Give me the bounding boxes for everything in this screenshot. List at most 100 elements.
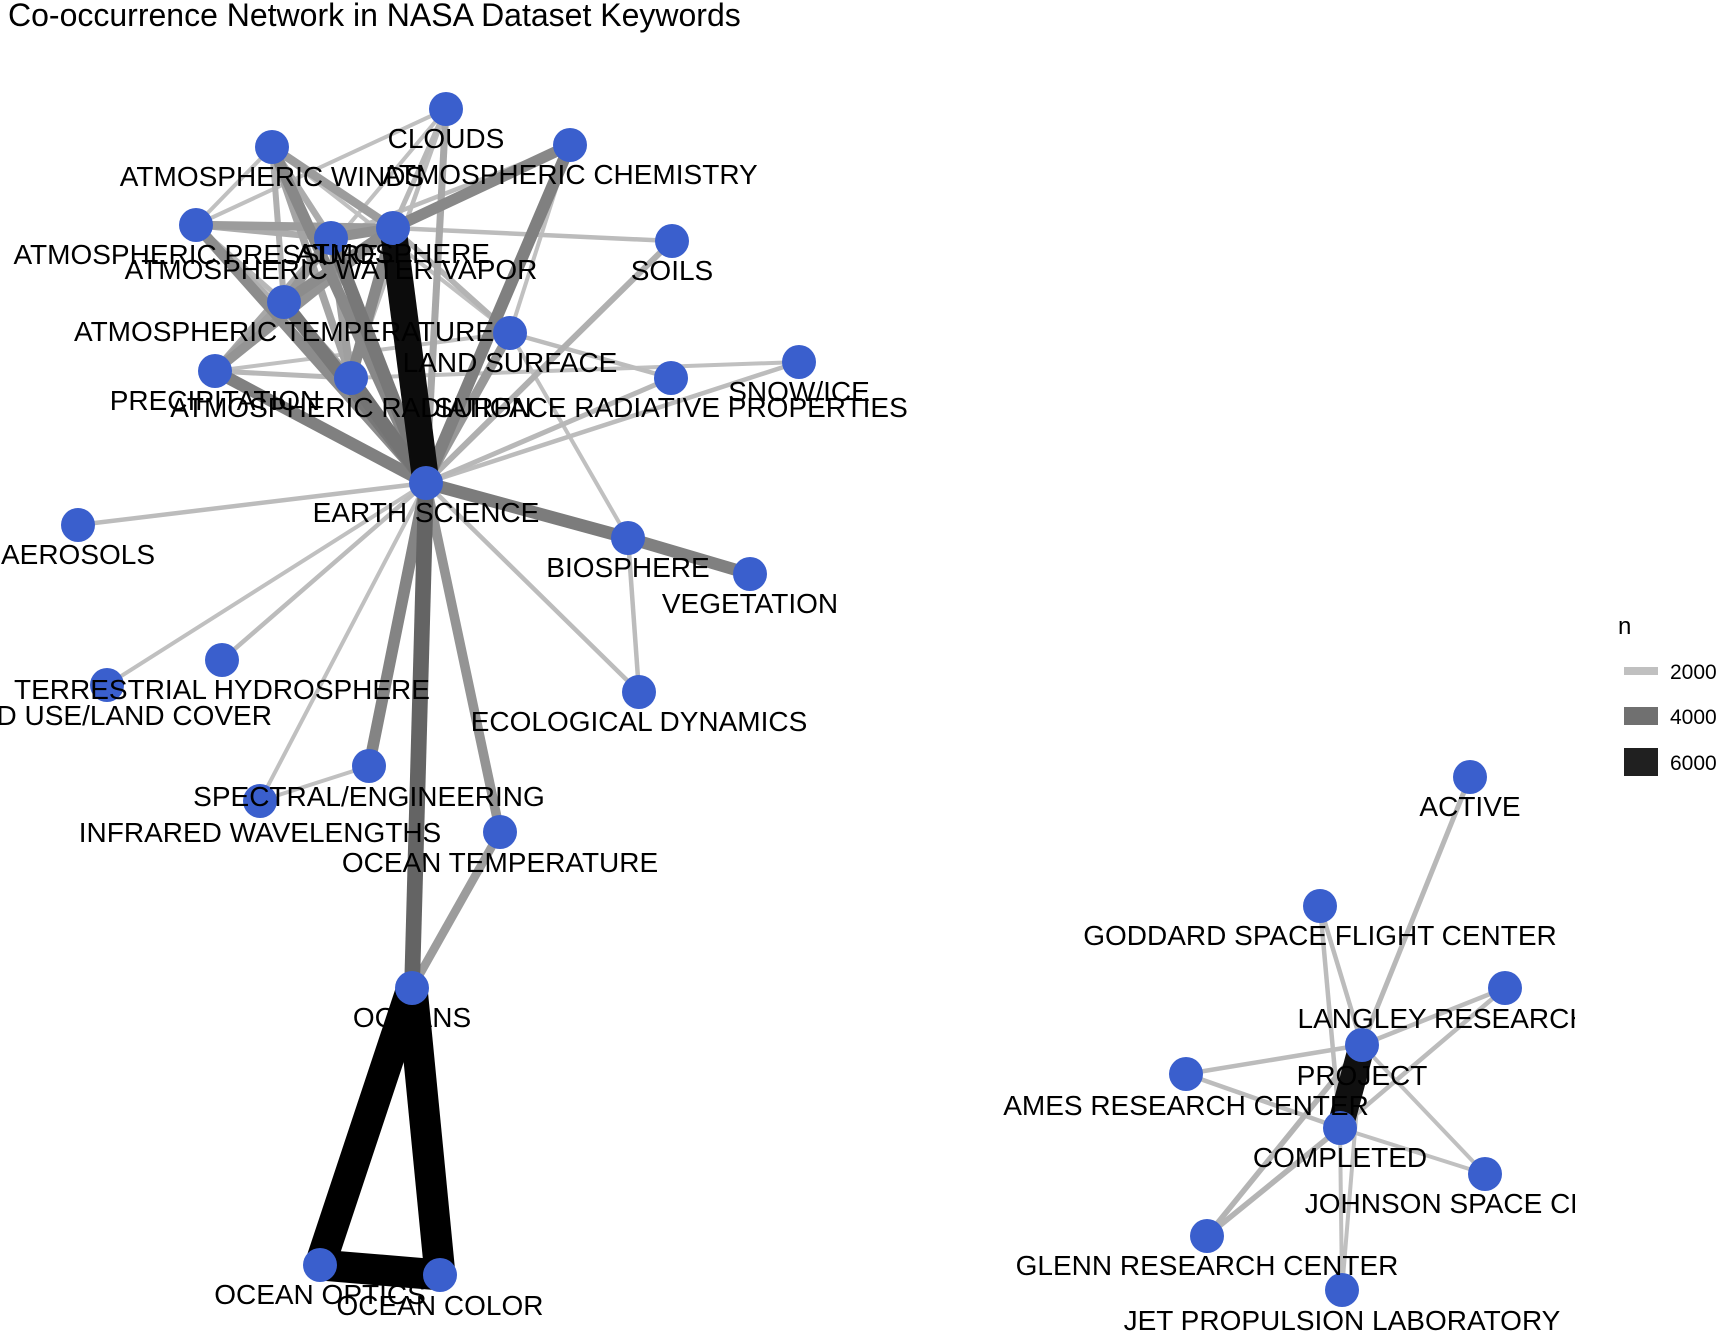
node-label: OCEANS: [353, 1002, 471, 1033]
edge: [105, 481, 428, 687]
node-label: OCEAN TEMPERATURE: [342, 847, 658, 878]
edge: [77, 480, 427, 528]
edge: [1317, 905, 1365, 1046]
node: [553, 128, 587, 162]
node-label: GLENN RESEARCH CENTER: [1016, 1250, 1399, 1281]
edge: [1339, 1126, 1486, 1176]
node-label: AEROSOLS: [1, 539, 155, 570]
node: [409, 466, 443, 500]
edge: [626, 532, 752, 580]
edge: [1361, 985, 1506, 1048]
node: [395, 971, 429, 1005]
edge: [259, 764, 370, 803]
edge: [423, 238, 675, 486]
edge: [625, 537, 642, 693]
node-label: JOHNSON SPACE CENTER: [1305, 1188, 1665, 1219]
node-label: GODDARD SPACE FLIGHT CENTER: [1083, 920, 1556, 951]
node: [243, 784, 277, 818]
edge: [269, 143, 396, 232]
edge: [1205, 1125, 1342, 1239]
edge: [379, 226, 440, 485]
edge: [1204, 1043, 1365, 1238]
node: [483, 815, 517, 849]
node-label: CLOUDS: [388, 123, 505, 154]
edge: [424, 481, 641, 694]
node: [255, 130, 289, 164]
node-label: ECOLOGICAL DYNAMICS: [471, 706, 808, 737]
node-label: PRECIPITATION: [110, 385, 321, 416]
edge: [391, 225, 512, 336]
node: [622, 675, 656, 709]
node: [205, 643, 239, 677]
edge: [1360, 1043, 1487, 1176]
node: [1303, 889, 1337, 923]
edge: [1359, 776, 1473, 1046]
node-label: LANGLEY RESEARCH CENTER: [1298, 1003, 1713, 1034]
node-label: PROJECT: [1297, 1060, 1428, 1091]
node-label: ATMOSPHERIC WATER VAPOR: [125, 254, 538, 285]
node: [198, 354, 232, 388]
edge: [363, 481, 432, 768]
node-label: JET PROPULSION LABORATORY: [1124, 1305, 1561, 1336]
node: [611, 521, 645, 555]
node-label: EARTH SCIENCE: [313, 497, 540, 528]
edge: [424, 476, 630, 545]
edge: [425, 375, 672, 486]
edge: [258, 482, 428, 802]
node-label: TERRESTRIAL HYDROSPHERE: [14, 674, 430, 705]
node-label: SOILS: [631, 255, 713, 286]
node-label: ATMOSPHERIC RADIATION: [170, 392, 531, 423]
node: [1345, 1028, 1379, 1062]
node-label: ACTIVE: [1419, 791, 1520, 822]
node-label: ATMOSPHERIC TEMPERATURE: [74, 316, 494, 347]
node: [303, 1248, 337, 1282]
edge: [305, 983, 427, 1270]
edge: [212, 365, 429, 489]
node-label: COMPLETED: [1253, 1142, 1427, 1173]
node: [334, 361, 368, 395]
legend-label: 2000: [1670, 661, 1717, 684]
node-label: ATMOSPHERIC WINDS: [120, 161, 424, 192]
node-label: LAND SURFACE: [403, 347, 618, 378]
edge: [1338, 986, 1507, 1130]
node: [733, 557, 767, 591]
edge: [350, 360, 800, 380]
edge: [195, 220, 394, 233]
node: [493, 316, 527, 350]
node-label: OCEAN OPTICS: [214, 1279, 426, 1310]
edge: [390, 107, 449, 230]
node: [782, 345, 816, 379]
edge: [420, 142, 576, 486]
edge: [425, 359, 800, 486]
node: [423, 1258, 457, 1292]
node: [1323, 1111, 1357, 1145]
node-label: INFRARED WAVELENGTHS: [79, 817, 441, 848]
node-label: SPECTRAL/ENGINEERING: [193, 781, 545, 812]
edge: [220, 481, 428, 662]
edge: [1185, 1042, 1363, 1077]
node-label: ATMOSPHERIC PRESSURE: [13, 239, 378, 270]
edge: [1338, 1127, 1344, 1291]
node: [654, 361, 688, 395]
node-label: VEGETATION: [662, 588, 838, 619]
legend-title: n: [1618, 613, 1631, 640]
node-label: SURFACE RADIATIVE PROPERTIES: [434, 392, 908, 423]
chart-title: Co-occurrence Network in NASA Dataset Ke…: [8, 0, 741, 33]
edge: [396, 986, 456, 1277]
legend-label: 4000: [1670, 706, 1717, 729]
edge: [390, 139, 573, 234]
node: [655, 224, 689, 258]
edge: [404, 482, 434, 989]
node-label: LAND USE/LAND COVER: [0, 700, 272, 731]
node-label: AMES RESEARCH CENTER: [1003, 1090, 1369, 1121]
edge: [509, 330, 672, 381]
edge-layer: [77, 107, 1507, 1291]
node: [1325, 1273, 1359, 1307]
node: [429, 92, 463, 126]
edge: [194, 145, 274, 227]
node: [1190, 1219, 1224, 1253]
